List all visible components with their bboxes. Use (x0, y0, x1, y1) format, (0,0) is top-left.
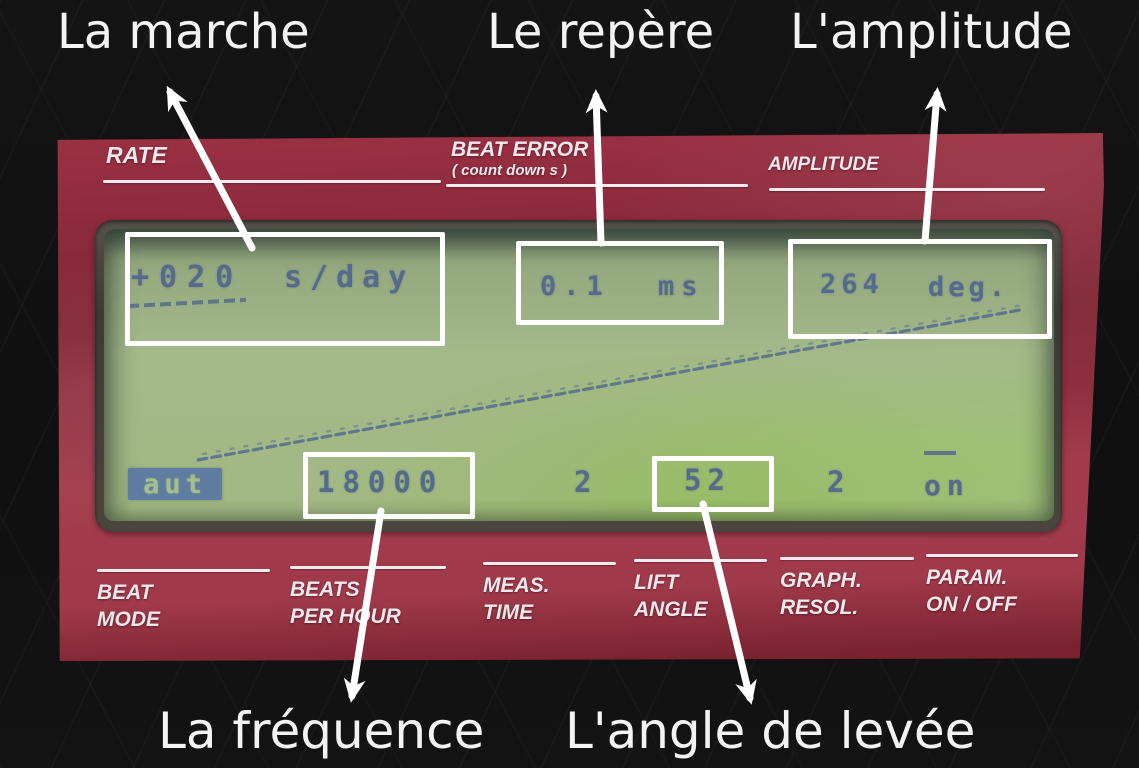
footer-line: MODE (97, 607, 160, 631)
footer-line: BEAT (97, 581, 153, 604)
footer-lift-angle: LIFT ANGLE (634, 559, 767, 624)
highlight-box-beats-per-hour (303, 452, 475, 519)
rate-header-label: RATE (106, 142, 167, 168)
lcd-bezel: +020 s/day 0.1 ms 264 deg. aut 18000 2 5… (95, 220, 1062, 532)
footer-graph-resol: GRAPH. RESOL. (780, 557, 914, 622)
timegrapher-device: RATE BEAT ERROR ( count down s ) AMPLITU… (57, 133, 1104, 661)
amplitude-underline (769, 188, 1045, 191)
beat-error-underline (446, 184, 748, 187)
beats-per-hour-value: 18000 (317, 465, 445, 499)
meas-time-value: 2 (574, 465, 592, 499)
label-la-marche: La marche (57, 4, 310, 60)
footer-beat-mode: BEAT MODE (97, 569, 270, 634)
footer-line: LIFT (634, 571, 679, 594)
beat-error-sub-label: ( count down s ) (452, 162, 567, 179)
footer-line: BEATS (290, 578, 360, 601)
amplitude-value: 264 (820, 269, 884, 300)
footer-meas-time: MEAS. TIME (483, 562, 616, 627)
rate-unit: s/day (284, 260, 415, 295)
label-l-amplitude: L'amplitude (790, 4, 1073, 60)
highlight-box-lift-angle (652, 456, 774, 512)
label-la-frequence: La fréquence (158, 702, 485, 760)
param-value: on (924, 469, 970, 502)
footer-overline (926, 554, 1078, 557)
footer-line: TIME (483, 600, 534, 624)
footer-line: ON / OFF (926, 592, 1017, 616)
footer-overline (97, 569, 270, 572)
footer-overline (780, 557, 914, 560)
graph-resol-value: 2 (827, 465, 845, 499)
footer-line: GRAPH. (780, 569, 862, 592)
footer-overline (634, 559, 767, 562)
amplitude-header-label: AMPLITUDE (768, 154, 879, 175)
footer-overline (290, 566, 446, 569)
rate-value: +020 (131, 260, 244, 295)
footer-overline (483, 562, 616, 565)
highlight-box-amplitude (788, 239, 1052, 339)
label-le-repere: Le repère (487, 4, 715, 60)
footer-line: ANGLE (634, 597, 708, 621)
label-l-angle-de-levee: L'angle de levée (565, 702, 976, 760)
highlight-box-rate (125, 232, 445, 346)
footer-line: RESOL. (780, 595, 859, 619)
beat-error-value: 0.1 (540, 271, 610, 302)
lift-angle-value: 52 (684, 463, 731, 497)
lcd-screen: +020 s/day 0.1 ms 264 deg. aut 18000 2 5… (104, 229, 1054, 521)
footer-line: PARAM. (926, 566, 1008, 589)
footer-param-onoff: PARAM. ON / OFF (926, 554, 1078, 619)
param-overline-dash (924, 451, 956, 455)
amplitude-unit: deg. (928, 272, 1010, 303)
beat-error-header-label: BEAT ERROR (451, 138, 589, 161)
footer-beats-per-hour: BEATS PER HOUR (290, 566, 446, 631)
footer-line: MEAS. (483, 574, 550, 597)
footer-line: PER HOUR (290, 604, 401, 628)
highlight-box-beat-error (516, 241, 724, 325)
beat-error-unit: ms (658, 271, 705, 302)
rate-underline (103, 180, 441, 183)
beat-mode-value: aut (128, 468, 222, 500)
